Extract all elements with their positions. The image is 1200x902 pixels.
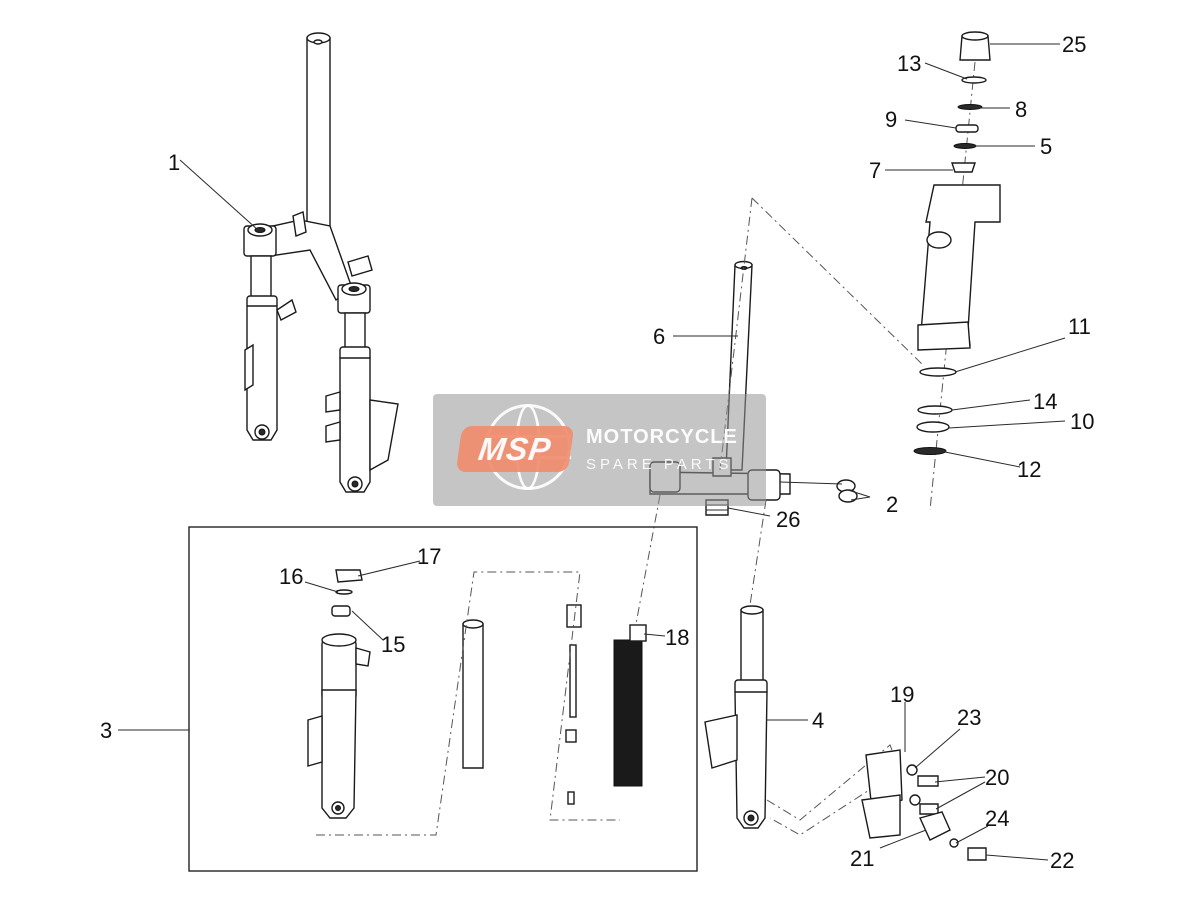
callout-23: 23 (957, 705, 981, 730)
callout-8: 8 (1015, 97, 1027, 122)
callout-7: 7 (869, 158, 881, 183)
callout-labels: 1 2 3 4 5 6 7 8 9 10 11 12 13 14 15 16 1… (100, 32, 1094, 873)
callout-11: 11 (1068, 314, 1091, 339)
callout-16: 16 (279, 564, 303, 589)
fork-leg-4 (704, 605, 901, 836)
callout-12: 12 (1017, 457, 1041, 482)
fork-internals-box (188, 526, 698, 872)
watermark-line1: MOTORCYCLE (586, 426, 738, 448)
watermark: MSP MOTORCYCLE SPARE PARTS (433, 394, 766, 506)
callout-15: 15 (381, 632, 405, 657)
steering-head-stack (913, 31, 1001, 511)
watermark-logo: MSP (455, 426, 575, 472)
callout-25: 25 (1062, 32, 1086, 57)
watermark-line2: SPARE PARTS (586, 456, 733, 473)
callout-6: 6 (653, 324, 665, 349)
fork-assembly (243, 32, 399, 493)
callout-24: 24 (985, 806, 1009, 831)
callout-20: 20 (985, 765, 1009, 790)
callout-21: 21 (850, 846, 874, 871)
callout-9: 9 (885, 107, 897, 132)
callout-5: 5 (1040, 134, 1052, 159)
callout-13: 13 (897, 51, 921, 76)
callout-10: 10 (1070, 409, 1094, 434)
brake-caliper-group (861, 749, 987, 861)
callout-17: 17 (417, 544, 441, 569)
callout-2: 2 (886, 492, 898, 517)
callout-19: 19 (890, 682, 914, 707)
callout-18: 18 (665, 625, 689, 650)
leader-lines (118, 43, 1066, 861)
callout-14: 14 (1033, 389, 1057, 414)
callout-4: 4 (812, 708, 824, 733)
callout-1: 1 (168, 150, 180, 175)
callout-22: 22 (1050, 848, 1074, 873)
callout-26: 26 (776, 507, 800, 532)
callout-3: 3 (100, 718, 112, 743)
